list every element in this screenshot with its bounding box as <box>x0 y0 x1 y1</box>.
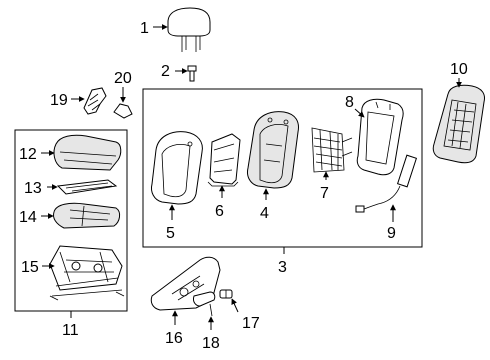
callout-14: 14 <box>19 209 37 226</box>
backrest-group-box <box>142 88 423 248</box>
callout-10: 10 <box>450 61 468 78</box>
callout-17-leader <box>231 298 239 313</box>
callout-1: 1 <box>140 20 149 37</box>
callout-8: 8 <box>345 94 354 111</box>
lumbar-support-part[interactable] <box>311 127 353 173</box>
headrest-part[interactable] <box>167 7 211 52</box>
callout-19: 19 <box>50 92 68 109</box>
callout-20: 20 <box>114 70 132 87</box>
callout-16: 16 <box>165 330 183 347</box>
callout-9: 9 <box>387 225 396 242</box>
backrest-frame-part[interactable] <box>356 98 404 176</box>
callout-15: 15 <box>21 259 39 276</box>
callout-7: 7 <box>320 185 329 202</box>
backrest-heater-mat-part[interactable] <box>207 133 241 187</box>
callout-12: 12 <box>19 146 37 163</box>
wiring-harness-part[interactable] <box>355 154 418 213</box>
bracket-19-part[interactable] <box>83 87 107 115</box>
adjust-switch-part[interactable] <box>219 289 233 299</box>
callout-17: 17 <box>242 315 260 332</box>
callout-6: 6 <box>215 203 224 220</box>
callout-11: 11 <box>62 322 79 339</box>
callout-13: 13 <box>24 180 42 197</box>
callout-2: 2 <box>161 63 170 80</box>
cushion-cover-part[interactable] <box>53 134 122 171</box>
recliner-lever-part[interactable] <box>193 291 216 317</box>
callout-8-leader <box>354 108 365 118</box>
seat-heater-pad-part[interactable] <box>56 179 118 195</box>
callout-3: 3 <box>278 259 287 276</box>
backrest-back-panel-part[interactable] <box>432 84 485 164</box>
callout-4: 4 <box>260 205 269 222</box>
seat-track-frame-part[interactable] <box>49 245 125 301</box>
callout-5: 5 <box>166 225 175 242</box>
backrest-cover-part[interactable] <box>151 131 203 205</box>
headrest-guide-part[interactable] <box>187 65 197 82</box>
backrest-pad-part[interactable] <box>247 111 299 189</box>
clip-20-part[interactable] <box>113 103 133 119</box>
cushion-pad-part[interactable] <box>53 202 121 229</box>
callout-18: 18 <box>202 335 220 352</box>
